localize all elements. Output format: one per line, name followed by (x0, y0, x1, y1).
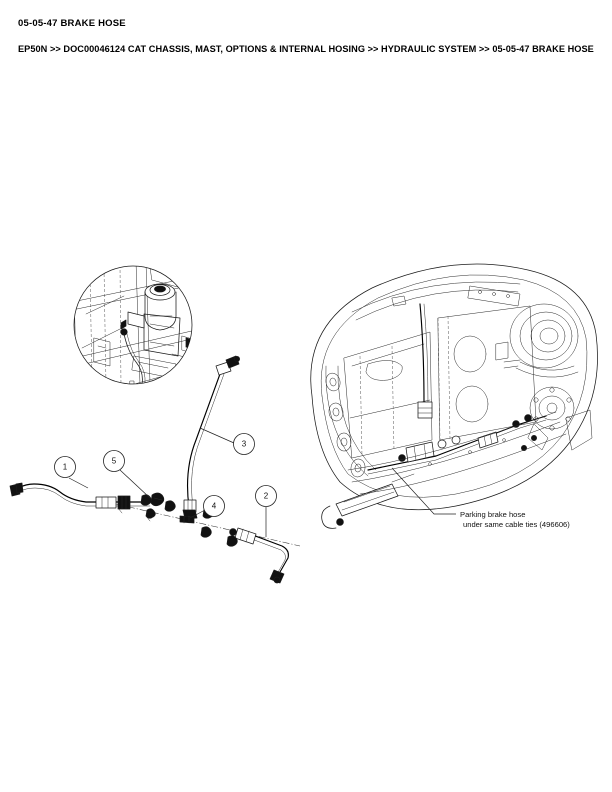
view-master-cylinder-inset (73, 265, 193, 385)
annotation-line-2: under same cable ties (496606) (463, 520, 570, 529)
part-hose-item-1 (9, 482, 151, 510)
view-chassis-axle-detail (310, 263, 598, 529)
callout-5-leader (119, 469, 151, 499)
part-hose-item-3 (182, 355, 240, 520)
callout-1[interactable]: 1 (54, 456, 89, 489)
callout-3-leader (199, 427, 235, 444)
callout-1-leader (68, 477, 89, 489)
page-title: 05-05-47 BRAKE HOSE (18, 18, 126, 29)
diagram-canvas: Parking brake hose under same cable ties… (0, 66, 612, 792)
callout-4[interactable]: 4 (189, 495, 225, 519)
callout-3[interactable]: 3 (199, 427, 255, 455)
callout-5-label: 5 (112, 457, 117, 466)
annotation-leader-line (391, 467, 456, 515)
callout-4-label: 4 (212, 502, 217, 511)
annotation-line-1: Parking brake hose (460, 510, 525, 519)
breadcrumb: EP50N >> DOC00046124 CAT CHASSIS, MAST, … (18, 44, 594, 54)
callout-3-label: 3 (242, 440, 247, 449)
cable-tie-clips (117, 494, 238, 547)
part-fitting-item-5 (150, 492, 165, 507)
callout-2-label: 2 (264, 492, 269, 501)
part-hose-item-2 (229, 527, 289, 584)
callout-1-label: 1 (63, 463, 68, 472)
callout-5[interactable]: 5 (103, 450, 151, 499)
callout-2[interactable]: 2 (255, 485, 277, 538)
annotation-parking-brake-hose: Parking brake hose under same cable ties… (460, 510, 570, 529)
view-hose-assembly-main (9, 355, 301, 584)
callout-bubbles: 1 5 3 4 (54, 427, 277, 538)
callout-4-leader (189, 509, 206, 519)
